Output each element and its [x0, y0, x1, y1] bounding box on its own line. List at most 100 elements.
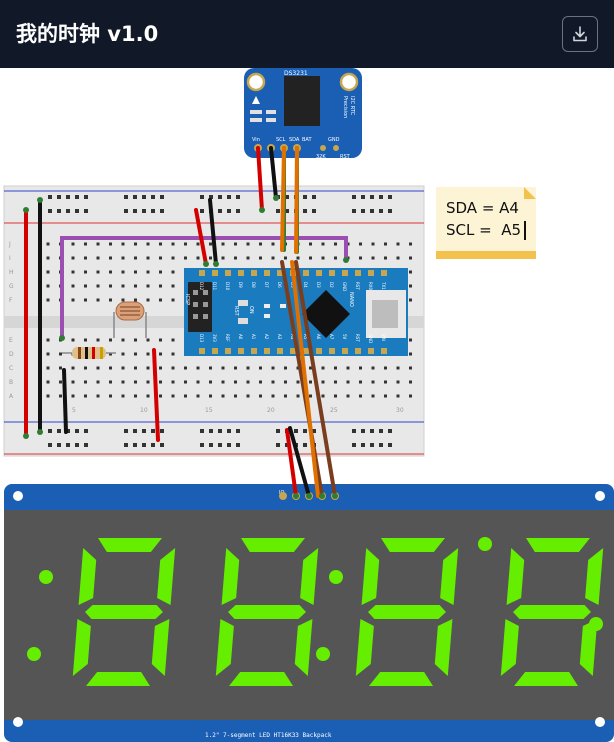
- hole: [303, 443, 307, 447]
- pin-label: RST: [355, 334, 360, 342]
- hole: [48, 443, 52, 447]
- hole: [271, 394, 275, 398]
- hole: [124, 195, 128, 199]
- download-button[interactable]: [562, 16, 598, 52]
- hole: [196, 394, 200, 398]
- hole: [159, 284, 162, 288]
- text-cursor: [524, 221, 526, 240]
- segment: [86, 672, 150, 686]
- hole: [109, 256, 112, 260]
- hole: [334, 366, 337, 370]
- hole: [309, 394, 312, 398]
- led-display[interactable]: IO 1.2" 7-segment LED HT16K33 Backpack: [4, 484, 614, 742]
- photoresistor[interactable]: [113, 301, 147, 338]
- rtc-module[interactable]: DS3231 Precision I2C RTC Vin SCL SDA BAT…: [244, 68, 362, 160]
- app-header: 我的时钟 v1.0: [0, 0, 614, 68]
- nano-pin: [329, 348, 335, 354]
- circuit-diagram: J I H G F E D C B A 5 10 15 20 25 30 ICS…: [3, 68, 614, 742]
- nano-pin: [264, 348, 270, 354]
- row-label: A: [9, 393, 14, 400]
- hole: [370, 209, 374, 213]
- hole: [71, 270, 75, 274]
- segment: [221, 548, 240, 605]
- hole: [409, 366, 412, 370]
- segment: [513, 605, 591, 619]
- pin-label: 5V: [342, 334, 347, 340]
- hole: [196, 366, 200, 370]
- nano-pin: [368, 348, 374, 354]
- pin-label: D9: [238, 282, 243, 288]
- row-label: E: [9, 337, 13, 344]
- segment: [157, 548, 176, 605]
- hole: [159, 298, 162, 302]
- hole: [109, 380, 112, 384]
- hole: [121, 256, 125, 260]
- hole: [384, 256, 387, 260]
- nano-pin: [277, 348, 283, 354]
- hole: [46, 242, 50, 246]
- hole: [221, 394, 225, 398]
- hole: [171, 394, 175, 398]
- hole: [379, 209, 383, 213]
- hole: [334, 380, 337, 384]
- hole: [142, 195, 146, 199]
- hole: [234, 366, 237, 370]
- nano-pin: [225, 270, 231, 276]
- hole: [184, 380, 187, 384]
- hole: [409, 352, 412, 356]
- hole: [209, 380, 212, 384]
- hole: [146, 338, 150, 342]
- nano-pin: [264, 270, 270, 276]
- hole: [379, 443, 383, 447]
- hole: [124, 429, 128, 433]
- hole: [396, 366, 400, 370]
- pin-label: RST: [340, 154, 351, 160]
- hole: [109, 352, 112, 356]
- hole: [146, 380, 150, 384]
- resistor[interactable]: [62, 347, 116, 359]
- hole: [96, 242, 100, 246]
- hole: [334, 394, 337, 398]
- hole: [66, 195, 70, 199]
- hole: [409, 242, 412, 246]
- hole: [134, 352, 137, 356]
- hole: [284, 380, 287, 384]
- nano-pin: [251, 270, 257, 276]
- hole: [171, 380, 175, 384]
- segment: [78, 548, 97, 605]
- pin-label: D13: [199, 334, 204, 343]
- hole: [379, 195, 383, 199]
- hole: [296, 366, 300, 370]
- hole: [84, 242, 87, 246]
- hole: [124, 443, 128, 447]
- hole: [84, 338, 87, 342]
- pin-label: A6: [316, 334, 321, 340]
- hole: [142, 429, 146, 433]
- hole: [146, 284, 150, 288]
- hole: [133, 195, 137, 199]
- pin-label: D10: [225, 282, 230, 291]
- segment: [579, 619, 598, 676]
- hole: [109, 298, 112, 302]
- hole: [370, 429, 374, 433]
- rtc-pin-labels: Vin SCL SDA BAT GND 32K RST: [252, 137, 351, 160]
- column-label: 15: [205, 407, 213, 414]
- hole: [171, 366, 175, 370]
- hole: [151, 429, 155, 433]
- hole: [388, 429, 392, 433]
- display-caption: 1.2" 7-segment LED HT16K33 Backpack: [205, 732, 332, 739]
- nano-pin: [212, 270, 218, 276]
- nano-pin: [277, 270, 283, 276]
- hole: [370, 195, 374, 199]
- star-logo-icon: [252, 96, 260, 104]
- sticky-note[interactable]: SDA = A4 SCL = A5: [436, 187, 536, 259]
- hole: [309, 380, 312, 384]
- hole: [236, 443, 240, 447]
- hole: [276, 443, 280, 447]
- hole: [218, 209, 222, 213]
- hole: [359, 394, 362, 398]
- segment: [381, 538, 445, 552]
- circuit-canvas[interactable]: J I H G F E D C B A 5 10 15 20 25 30 ICS…: [0, 68, 614, 742]
- hole: [359, 380, 362, 384]
